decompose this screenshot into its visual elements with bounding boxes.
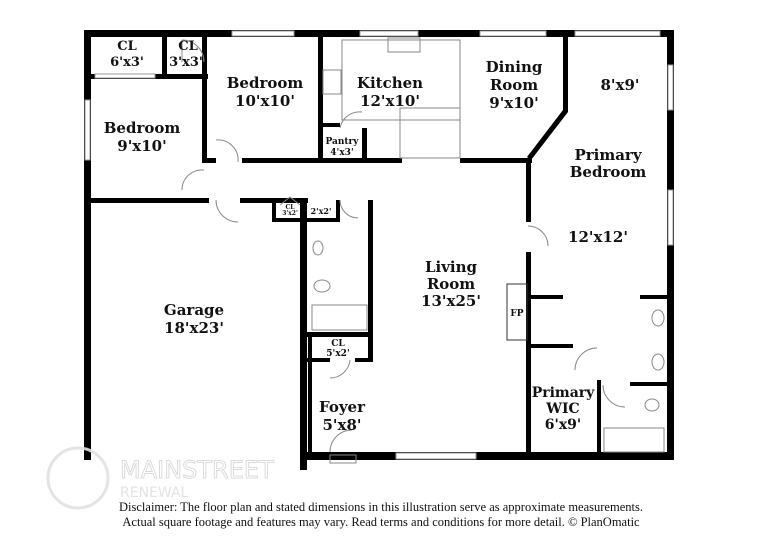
room-name: CL <box>178 39 198 54</box>
disclaimer-line-1: Disclaimer: The floor plan and stated di… <box>119 500 643 514</box>
room-name: Bedroom <box>227 74 304 92</box>
room-size: 6'x9' <box>545 417 581 433</box>
room-name-2: Room <box>490 76 538 94</box>
room-name: Primary <box>574 146 642 164</box>
room-size: 3'x2' <box>282 210 298 217</box>
logo-line1: MAINSTREET <box>120 456 274 484</box>
logo-line2: RENEWAL <box>120 485 189 501</box>
room-size: 5'x8' <box>322 416 361 434</box>
room-size: 3'x3' <box>169 55 203 70</box>
room-name: Foyer <box>319 398 366 416</box>
room-name: CL <box>331 339 345 349</box>
svg-text:CL6'x3': CL6'x3' <box>110 39 144 70</box>
room-size: 13'x25' <box>421 292 481 310</box>
disclaimer-line-2: Actual square footage and features may v… <box>122 515 640 529</box>
room-name: Bedroom <box>104 119 181 137</box>
room-name: Living <box>425 258 478 276</box>
doors <box>181 39 626 453</box>
room-name-2: WIC <box>545 401 579 417</box>
room-size: 8'x9' <box>600 76 639 94</box>
room-size: 2'x2' <box>311 206 332 216</box>
room-name: Garage <box>164 301 224 319</box>
room-size: 10'x10' <box>235 92 295 110</box>
room-size: 9'x10' <box>489 94 538 112</box>
fireplace <box>506 283 528 341</box>
room-name-2: Room <box>427 275 475 293</box>
room-name: Pantry <box>325 137 359 147</box>
room-name: CL <box>117 39 137 54</box>
svg-text:CL3'x3': CL3'x3' <box>169 39 203 70</box>
windows <box>84 30 674 460</box>
room-size: 4'x3' <box>330 148 353 158</box>
room-name: Primary <box>532 385 595 401</box>
room-size: 9'x10' <box>117 137 166 155</box>
room-size: 12'x10' <box>360 92 420 110</box>
room-size: 12'x12' <box>568 228 628 246</box>
room-size: 18'x23' <box>164 319 224 337</box>
fixtures <box>311 37 665 464</box>
room-name-2: Bedroom <box>570 163 647 181</box>
room-name: Kitchen <box>357 74 423 92</box>
room-size: 6'x3' <box>110 55 144 70</box>
logo-watermark: MAINSTREET RENEWAL <box>46 446 275 510</box>
room-name: CL <box>286 204 296 211</box>
fireplace-label: FP <box>510 309 523 319</box>
svg-text:CL3'x2': CL3'x2' <box>282 204 298 217</box>
room-name: Dining <box>486 58 543 76</box>
room-size: 5'x2' <box>326 349 349 359</box>
svg-text:CL5'x2': CL5'x2' <box>326 339 349 359</box>
